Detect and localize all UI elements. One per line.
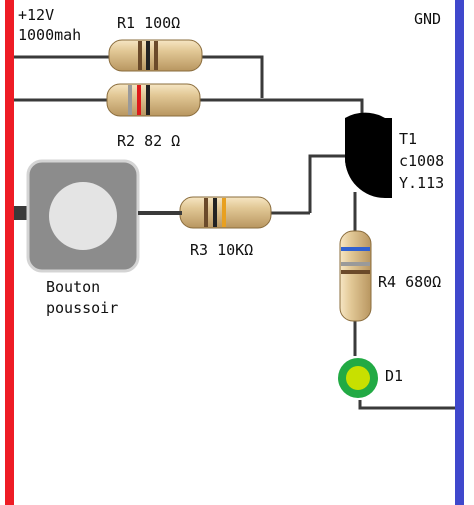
d1-label: D1 — [385, 367, 404, 385]
r4-band-1 — [341, 247, 370, 251]
r1-band-2 — [146, 41, 150, 70]
r2-band-3 — [146, 85, 150, 115]
r1-band-1 — [138, 41, 142, 70]
supply-capacity-label: 1000mah — [18, 26, 82, 44]
resistor-r4 — [339, 230, 372, 322]
r3-label: R3 10KΩ — [190, 241, 253, 259]
r1-label: R1 100Ω — [117, 14, 180, 32]
r2-value: 82 Ω — [144, 132, 181, 150]
wire-r1 — [14, 55, 264, 98]
r2-band-2 — [137, 85, 141, 115]
r2-ref: R2 — [117, 132, 136, 150]
r2-band-1 — [128, 85, 132, 115]
r4-band-2 — [341, 262, 370, 266]
transistor-t1-body — [345, 117, 392, 199]
r1-ref: R1 — [117, 14, 136, 32]
t1-ref-label: T1 — [399, 130, 418, 148]
r3-band-3 — [222, 198, 226, 227]
led-d1 — [338, 358, 378, 398]
ground-label: GND — [414, 10, 442, 28]
r4-ref: R4 — [378, 273, 397, 291]
resistor-r1 — [108, 39, 203, 72]
push-button — [14, 159, 182, 273]
r1-band-3 — [154, 41, 158, 70]
r4-value: 680Ω — [405, 273, 442, 291]
button-label-line1: Bouton — [46, 278, 101, 296]
wire-t1-base — [308, 154, 345, 213]
resistor-r3 — [179, 196, 272, 229]
r3-value: 10KΩ — [217, 241, 254, 259]
r2-label: R2 82 Ω — [117, 132, 180, 150]
supply-rail — [5, 0, 14, 505]
r4-band-3 — [341, 270, 370, 274]
supply-voltage-label: +12V — [18, 6, 55, 24]
button-label-line2: poussoir — [46, 299, 119, 317]
r1-value: 100Ω — [144, 14, 181, 32]
t1-part-label: c1008 — [399, 152, 445, 170]
r3-band-2 — [213, 198, 217, 227]
wire-gnd — [358, 400, 455, 410]
ground-rail — [455, 0, 464, 505]
t1-code-label: Y.113 — [399, 174, 445, 192]
resistor-r2 — [106, 83, 201, 117]
r3-ref: R3 — [190, 241, 209, 259]
r3-band-1 — [204, 198, 208, 227]
r4-label: R4 680Ω — [378, 273, 441, 291]
